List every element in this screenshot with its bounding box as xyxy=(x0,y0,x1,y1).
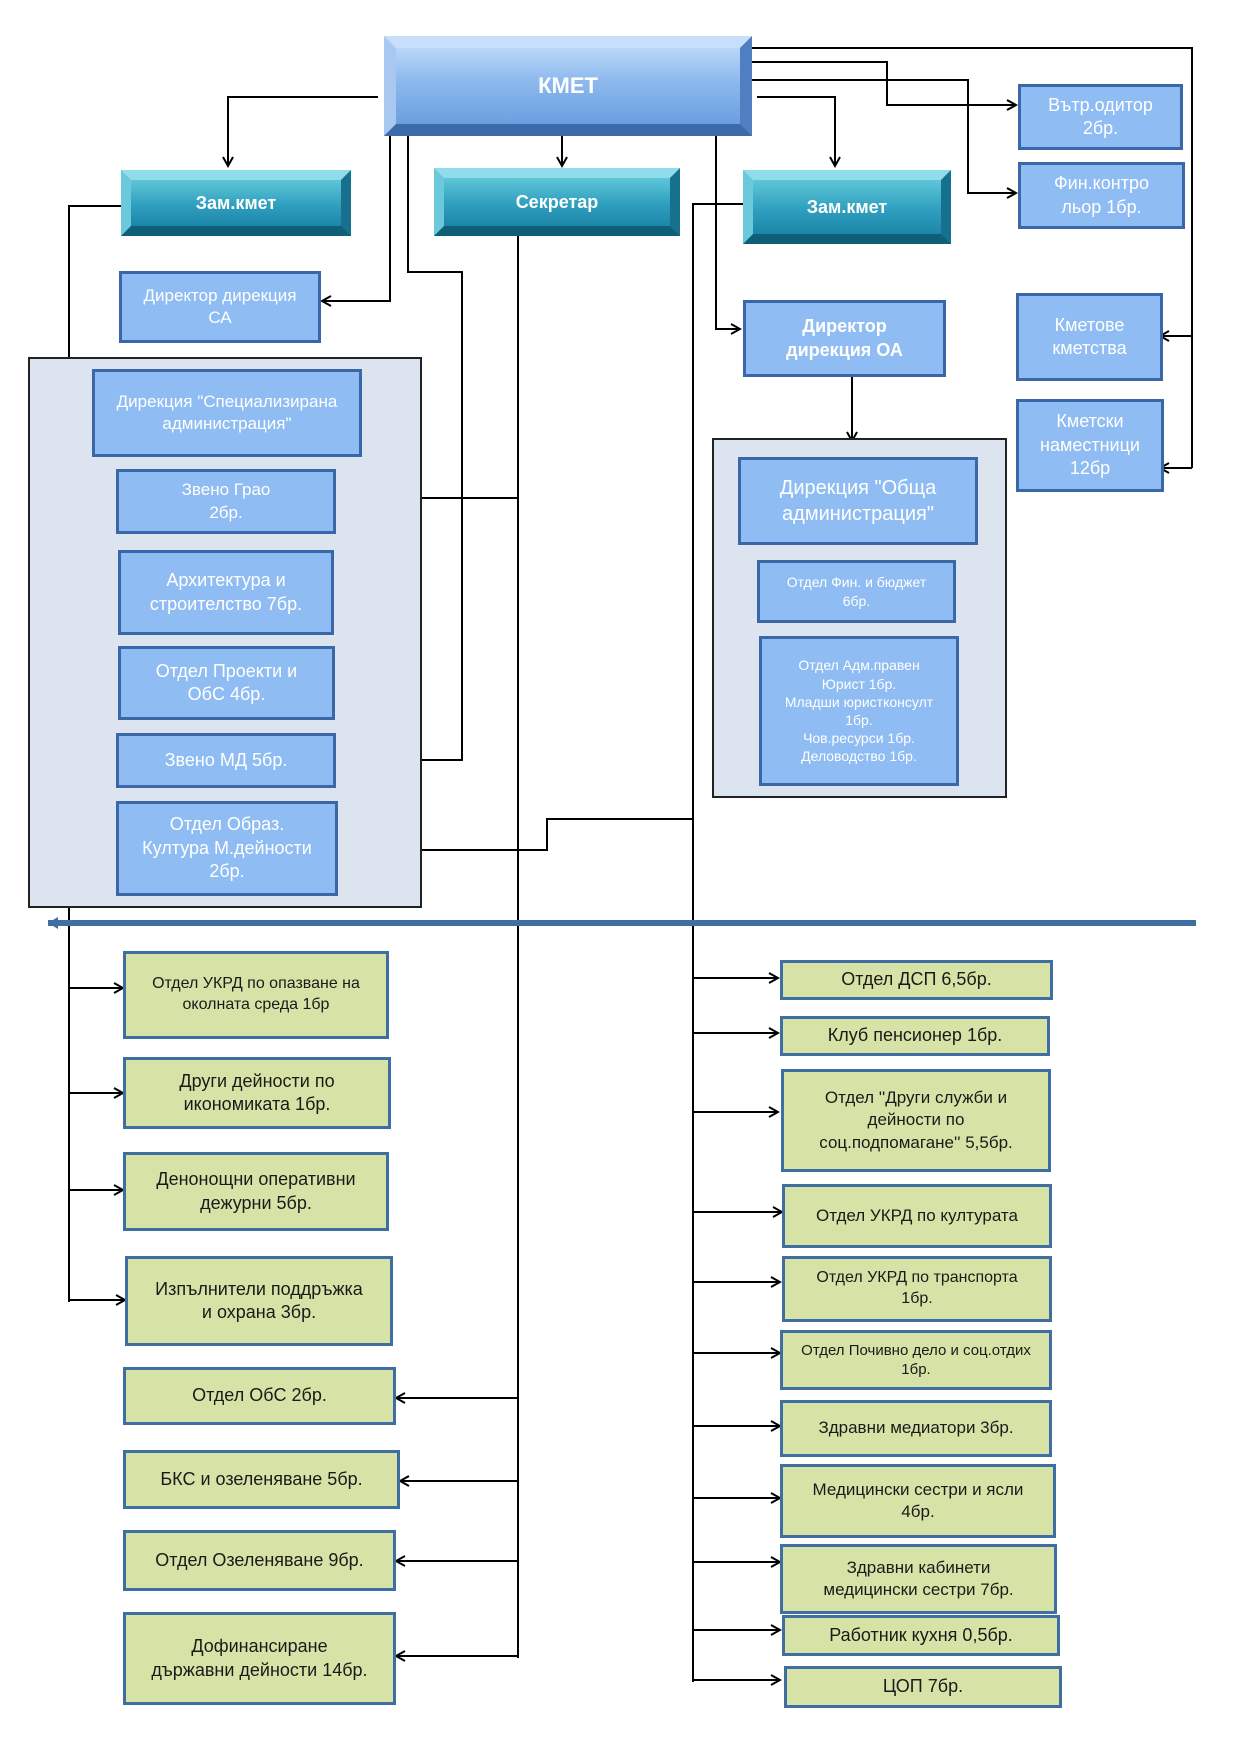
projects-obs-box[interactable]: Отдел Проекти и ОбС 4бр. xyxy=(118,646,335,720)
internal-auditor-box[interactable]: Вътр.одитор 2бр. xyxy=(1018,84,1183,150)
lower-left-box[interactable]: Отдел ОбС 2бр. xyxy=(123,1367,396,1425)
lower-left-box[interactable]: Изпълнители поддръжка и охрана 3бр. xyxy=(125,1256,393,1346)
lower-left-box[interactable]: Денонощни оперативни дежурни 5бр. xyxy=(123,1152,389,1231)
lower-right-box[interactable]: Здравни медиатори 3бр. xyxy=(780,1400,1052,1457)
lower-right-box[interactable]: Отдел ДСП 6,5бр. xyxy=(780,960,1053,1000)
directorate-specialized-admin-box[interactable]: Дирекция "Специализирана администрация" xyxy=(92,369,362,457)
lower-right-box[interactable]: Отдел УКРД по транспорта 1бр. xyxy=(782,1256,1052,1322)
lower-left-box[interactable]: Отдел Озеленяване 9бр. xyxy=(123,1530,396,1591)
directorate-general-admin-box[interactable]: Дирекция "Обща администрация" xyxy=(738,457,978,545)
lower-left-box[interactable]: Дофинансиране държавни дейности 14бр. xyxy=(123,1612,396,1705)
lower-right-box[interactable]: Отдел УКРД по културата xyxy=(782,1184,1052,1248)
mayors-of-settlements-box[interactable]: Кметове кметства xyxy=(1016,293,1163,381)
lower-right-box[interactable]: Здравни кабинети медицински сестри 7бр. xyxy=(780,1544,1057,1614)
lower-right-box[interactable]: ЦОП 7бр. xyxy=(784,1666,1062,1708)
lower-right-box[interactable]: Работник кухня 0,5бр. xyxy=(782,1615,1060,1656)
deputy-mayor-left-box[interactable]: Зам.кмет xyxy=(121,170,351,236)
deputy-mayor-right-box[interactable]: Зам.кмет xyxy=(743,170,951,244)
director-oa-box[interactable]: Директор дирекция ОА xyxy=(743,300,946,377)
md-unit-box[interactable]: Звено МД 5бр. xyxy=(116,733,336,788)
lower-right-box[interactable]: Клуб пенсионер 1бр. xyxy=(780,1016,1050,1056)
architecture-box[interactable]: Архитектура и строителство 7бр. xyxy=(118,550,334,635)
grao-unit-box[interactable]: Звено Грао 2бр. xyxy=(116,469,336,534)
lower-right-box[interactable]: Отдел Почивно дело и соц.отдих 1бр. xyxy=(780,1330,1052,1390)
fin-controller-box[interactable]: Фин.контро льор 1бр. xyxy=(1018,162,1185,229)
lower-right-box[interactable]: Медицински сестри и ясли 4бр. xyxy=(780,1464,1056,1538)
director-ca-box[interactable]: Директор дирекция СА xyxy=(119,271,321,343)
lower-left-box[interactable]: Други дейности по икономиката 1бр. xyxy=(123,1057,391,1129)
finance-budget-box[interactable]: Отдел Фин. и бюджет 6бр. xyxy=(757,560,956,623)
lower-left-box[interactable]: Отдел УКРД по опазване на околната среда… xyxy=(123,951,389,1039)
lower-right-box[interactable]: Отдел ''Други служби и дейности по соц.п… xyxy=(781,1069,1051,1172)
education-culture-box[interactable]: Отдел Образ. Култура М.дейности 2бр. xyxy=(116,801,338,896)
admin-legal-box[interactable]: Отдел Адм.правен Юрист 1бр. Младши юрист… xyxy=(759,636,959,786)
mayor-box[interactable]: КМЕТ xyxy=(384,36,752,136)
deputy-mayors-box[interactable]: Кметски наместници 12бр xyxy=(1016,399,1164,492)
secretary-box[interactable]: Секретар xyxy=(434,168,680,236)
lower-left-box[interactable]: БКС и озеленяване 5бр. xyxy=(123,1450,400,1509)
